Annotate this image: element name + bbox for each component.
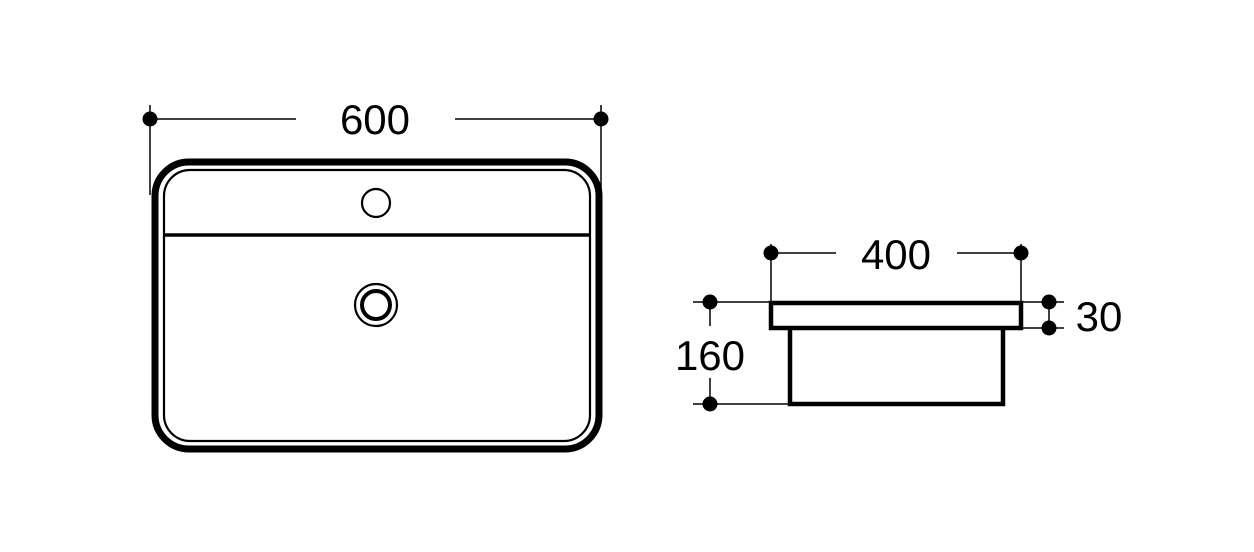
basin-rim-profile: [768, 300, 1024, 331]
side-view: 400 160 30: [675, 231, 1122, 412]
top-view: 600: [142, 96, 609, 453]
basin-inner-rim: [162, 168, 592, 443]
dimension-400: 400: [763, 231, 1029, 302]
dimension-160: 160: [675, 294, 790, 412]
dimension-dot-bottom: [1041, 320, 1057, 336]
basin-bowl-profile: [787, 328, 1006, 407]
rim-label-30: 30: [1076, 293, 1123, 340]
height-label-160: 160: [675, 332, 745, 379]
dimension-dot-top: [702, 294, 718, 310]
dimension-dot-left: [763, 245, 779, 261]
dimension-dot-right: [593, 111, 609, 127]
drain-outer-ring-icon: [353, 282, 399, 328]
dimension-dot-right: [1013, 245, 1029, 261]
dimension-dot-bottom: [702, 396, 718, 412]
width-label-400: 400: [861, 231, 931, 278]
dimension-600: 600: [142, 96, 609, 195]
width-label-600: 600: [340, 96, 410, 143]
dimension-30: 30: [1021, 293, 1122, 340]
dimension-dot-left: [142, 111, 158, 127]
basin-outer-rim: [151, 158, 603, 453]
drain-inner-ring-icon: [360, 289, 392, 321]
tap-hole-icon: [360, 187, 392, 219]
dimension-dot-top: [1041, 294, 1057, 310]
